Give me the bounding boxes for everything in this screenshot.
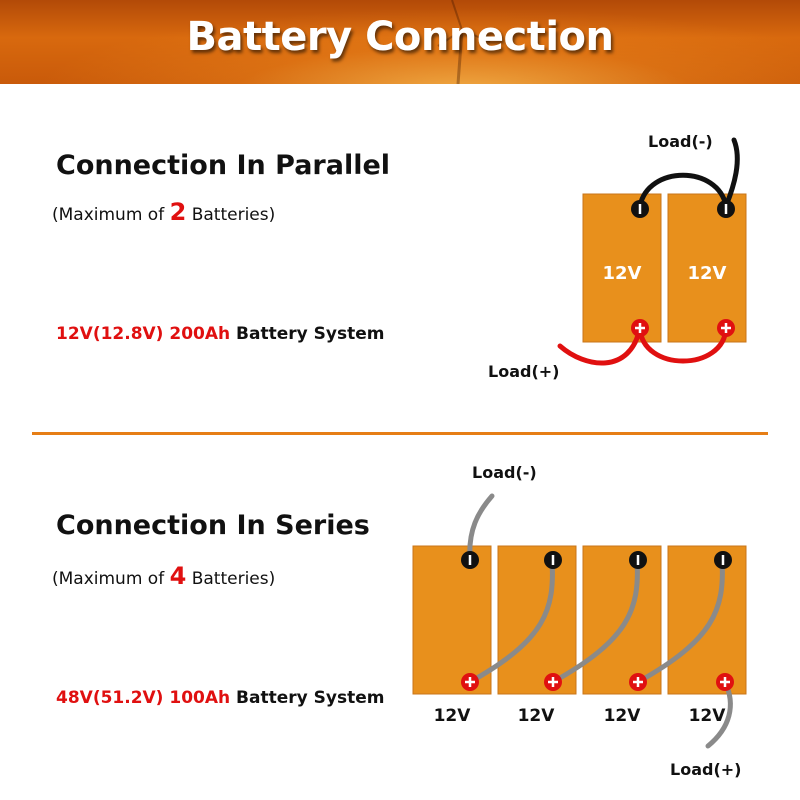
series-max-prefix: (Maximum of (52, 569, 165, 589)
series-link-wire-3 (635, 557, 725, 685)
series-max-suffix: Batteries) (191, 569, 276, 589)
parallel-battery-2-label: 12V (688, 263, 727, 284)
plus-terminal-icon (631, 319, 649, 337)
header-banner: Battery Connection (0, 0, 800, 84)
series-load-pos-label: Load(+) (670, 760, 741, 779)
series-battery-3 (582, 545, 662, 695)
series-max-number: 4 (169, 562, 187, 590)
series-title: Connection In Series (56, 510, 370, 541)
series-system-voltage: 48V(51.2V) 100Ah (56, 688, 231, 708)
plus-terminal-icon (629, 673, 647, 691)
parallel-title: Connection In Parallel (56, 150, 391, 181)
series-link-wire-2 (550, 557, 640, 685)
minus-terminal-icon (714, 551, 732, 569)
series-link-wire-1 (467, 557, 555, 685)
page-title: Battery Connection (186, 14, 615, 60)
series-battery-1-label: 12V (434, 706, 472, 726)
series-battery-1 (412, 545, 492, 695)
series-max-note: (Maximum of 4 Batteries) (52, 562, 275, 590)
parallel-diagram: 12V 12V Load(-) Load(+) (488, 132, 747, 381)
parallel-battery-1-label: 12V (603, 263, 642, 284)
series-system-spec: 48V(51.2V) 100Ah Battery System (56, 688, 384, 708)
parallel-load-neg-wire (723, 137, 740, 209)
parallel-max-prefix: (Maximum of (52, 205, 165, 225)
plus-terminal-icon (716, 673, 734, 691)
minus-terminal-icon (461, 551, 479, 569)
parallel-pos-bridge-wire (637, 325, 729, 364)
series-battery-3-label: 12V (604, 706, 642, 726)
sunset-glow (0, 0, 800, 84)
parallel-neg-bridge-wire (637, 172, 729, 209)
parallel-max-number: 2 (169, 198, 187, 226)
plus-terminal-icon (461, 673, 479, 691)
minus-terminal-icon (717, 200, 735, 218)
parallel-load-pos-wire (557, 325, 643, 366)
parallel-system-voltage: 12V(12.8V) 200Ah (56, 324, 231, 344)
series-battery-4 (667, 545, 747, 695)
series-diagram: 12V 12V 12V 12V Load(-) Load(+) (412, 463, 747, 779)
section-divider (32, 432, 768, 435)
minus-terminal-icon (544, 551, 562, 569)
minus-terminal-icon (629, 551, 647, 569)
series-battery-2 (497, 545, 577, 695)
parallel-load-pos-label: Load(+) (488, 362, 559, 381)
parallel-system-spec: 12V(12.8V) 200Ah Battery System (56, 324, 384, 344)
series-load-neg-label: Load(-) (472, 463, 537, 482)
minus-terminal-icon (631, 200, 649, 218)
parallel-max-suffix: Batteries) (191, 205, 276, 225)
series-battery-4-label: 12V (689, 706, 727, 726)
parallel-battery-1 (582, 193, 662, 343)
parallel-load-neg-label: Load(-) (648, 132, 713, 151)
plus-terminal-icon (717, 319, 735, 337)
plus-terminal-icon (544, 673, 562, 691)
series-system-label: Battery System (236, 688, 385, 708)
parallel-battery-2 (667, 193, 747, 343)
wind-turbine-icon (437, 0, 491, 84)
series-battery-2-label: 12V (518, 706, 556, 726)
parallel-max-note: (Maximum of 2 Batteries) (52, 198, 275, 226)
parallel-system-label: Battery System (236, 324, 385, 344)
